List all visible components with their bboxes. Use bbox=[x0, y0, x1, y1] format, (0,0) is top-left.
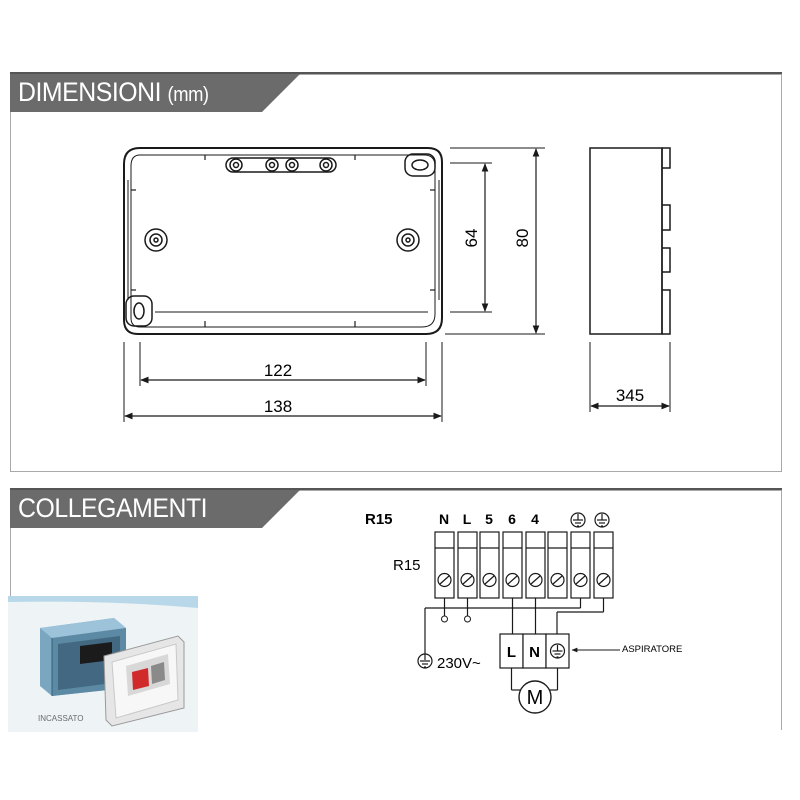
box-front-view bbox=[123, 147, 443, 335]
motor-icon: M bbox=[518, 680, 552, 714]
banner-shape bbox=[10, 74, 300, 112]
terminal bbox=[502, 531, 523, 599]
terminal-header: N L 5 6 4 bbox=[439, 511, 539, 527]
dim-label-80: 80 bbox=[513, 229, 532, 248]
terminal-label-n: N bbox=[439, 511, 449, 527]
box-side-view bbox=[589, 147, 671, 335]
aspiratore-terminal-l: L bbox=[507, 644, 516, 661]
terminal bbox=[547, 531, 568, 599]
earth-icon bbox=[594, 512, 610, 528]
supply-earth-icon bbox=[417, 653, 433, 669]
dimension-extension-lines bbox=[123, 147, 671, 422]
dimensions-title: DIMENSIONI (mm) bbox=[18, 77, 209, 108]
terminal bbox=[570, 531, 591, 599]
product-photo: INCASSATO bbox=[8, 596, 198, 732]
photo-caption: INCASSATO bbox=[38, 714, 84, 723]
dim-label-345: 345 bbox=[616, 386, 644, 405]
aspiratore-earth-icon bbox=[549, 643, 566, 659]
terminal bbox=[525, 531, 546, 599]
dimension-lines bbox=[124, 148, 670, 420]
dim-label-64: 64 bbox=[462, 229, 481, 248]
dimensions-title-text: DIMENSIONI bbox=[18, 77, 162, 107]
terminal bbox=[593, 531, 614, 599]
terminal bbox=[479, 531, 500, 599]
header-earth-icons bbox=[570, 512, 610, 528]
motor-label: M bbox=[527, 687, 544, 709]
terminal-side-label: R15 bbox=[393, 557, 421, 574]
aspiratore-label: ASPIRATORE bbox=[622, 644, 682, 655]
wires bbox=[424, 598, 605, 660]
terminal-label-5: 5 bbox=[485, 511, 493, 527]
motor-wires bbox=[510, 668, 559, 691]
terminal-label-6: 6 bbox=[508, 511, 516, 527]
terminal-label-4: 4 bbox=[531, 511, 539, 527]
supply-terminals bbox=[441, 615, 471, 623]
terminal bbox=[434, 531, 455, 599]
front-panel bbox=[103, 635, 185, 727]
model-label: R15 bbox=[365, 511, 393, 528]
aspiratore-terminal-n: N bbox=[529, 644, 540, 661]
earth-icon bbox=[570, 512, 586, 528]
banner-shape-2 bbox=[10, 490, 300, 528]
terminal-label-l: L bbox=[463, 511, 472, 527]
product-illustration: INCASSATO bbox=[8, 596, 198, 732]
connections-title: COLLEGAMENTI bbox=[18, 493, 208, 523]
terminal-block bbox=[434, 531, 614, 599]
terminal bbox=[457, 531, 478, 599]
dim-label-122: 122 bbox=[264, 361, 292, 380]
supply-label: 230V~ bbox=[437, 655, 481, 672]
dim-label-138: 138 bbox=[264, 397, 292, 416]
dimensions-unit: (mm) bbox=[167, 84, 210, 106]
